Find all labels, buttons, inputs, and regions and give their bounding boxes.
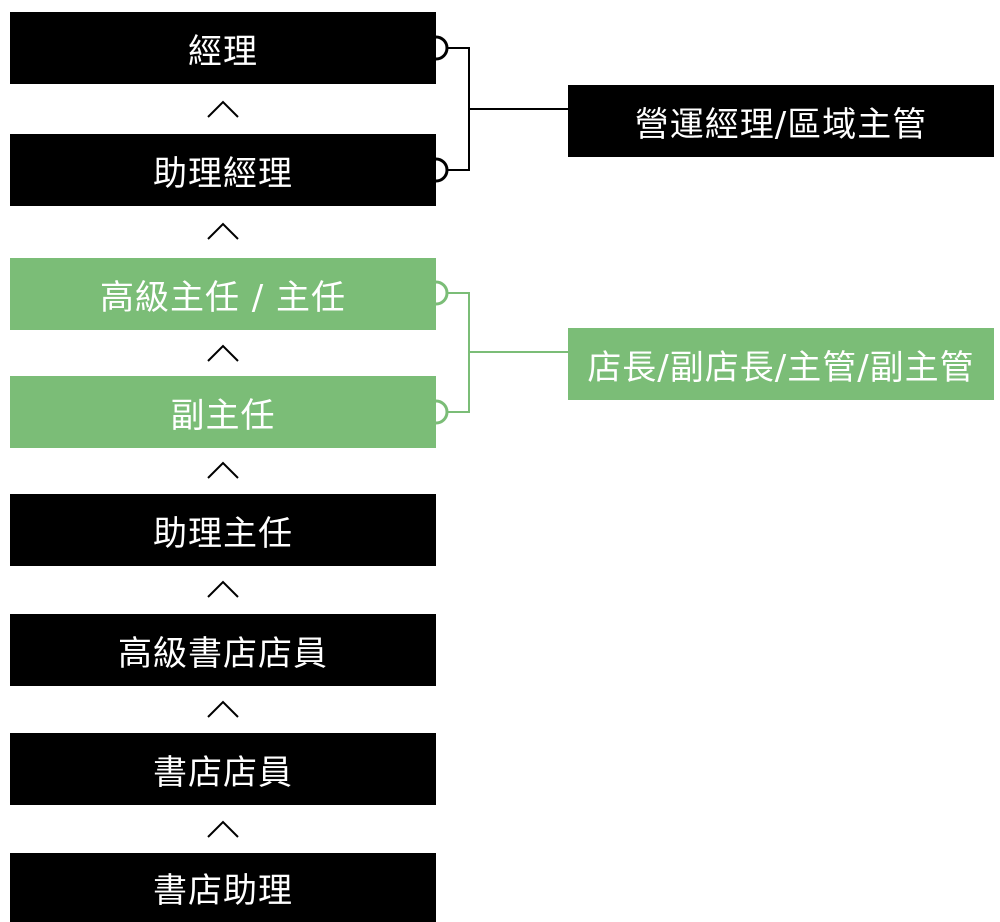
role-box-bookstore-assistant: 書店助理 (10, 853, 436, 922)
group-label: 營運經理/區域主管 (634, 104, 928, 145)
role-label: 助理主任 (153, 513, 293, 554)
role-box-senior-bookstore-clerk: 高級書店店員 (10, 614, 436, 686)
caret-up-icon (207, 820, 239, 838)
role-label: 副主任 (170, 395, 276, 436)
caret-up-icon (207, 461, 239, 479)
group-box-operations-manager: 營運經理/區域主管 (568, 85, 994, 157)
role-label: 高級書店店員 (118, 633, 328, 674)
role-box-assistant-manager: 助理經理 (10, 134, 436, 206)
group-label: 店長/副店長/主管/副主管 (587, 347, 975, 388)
role-label: 助理經理 (153, 153, 293, 194)
caret-up-icon (207, 222, 239, 240)
role-box-manager: 經理 (10, 12, 436, 84)
role-box-bookstore-clerk: 書店店員 (10, 733, 436, 805)
group-box-store-manager: 店長/副店長/主管/副主管 (568, 328, 994, 400)
caret-up-icon (207, 100, 239, 118)
caret-up-icon (207, 344, 239, 362)
role-label: 經理 (188, 31, 258, 72)
dark-bracket (423, 35, 568, 183)
role-label: 書店店員 (153, 752, 293, 793)
caret-up-icon (207, 700, 239, 718)
green-bracket (423, 280, 568, 425)
caret-up-icon (207, 580, 239, 598)
role-label: 高級主任 / 主任 (99, 277, 347, 318)
role-box-assistant-supervisor: 助理主任 (10, 494, 436, 566)
role-box-deputy-supervisor: 副主任 (10, 376, 436, 448)
role-box-senior-supervisor: 高級主任 / 主任 (10, 258, 436, 330)
role-label: 書店助理 (153, 871, 293, 911)
